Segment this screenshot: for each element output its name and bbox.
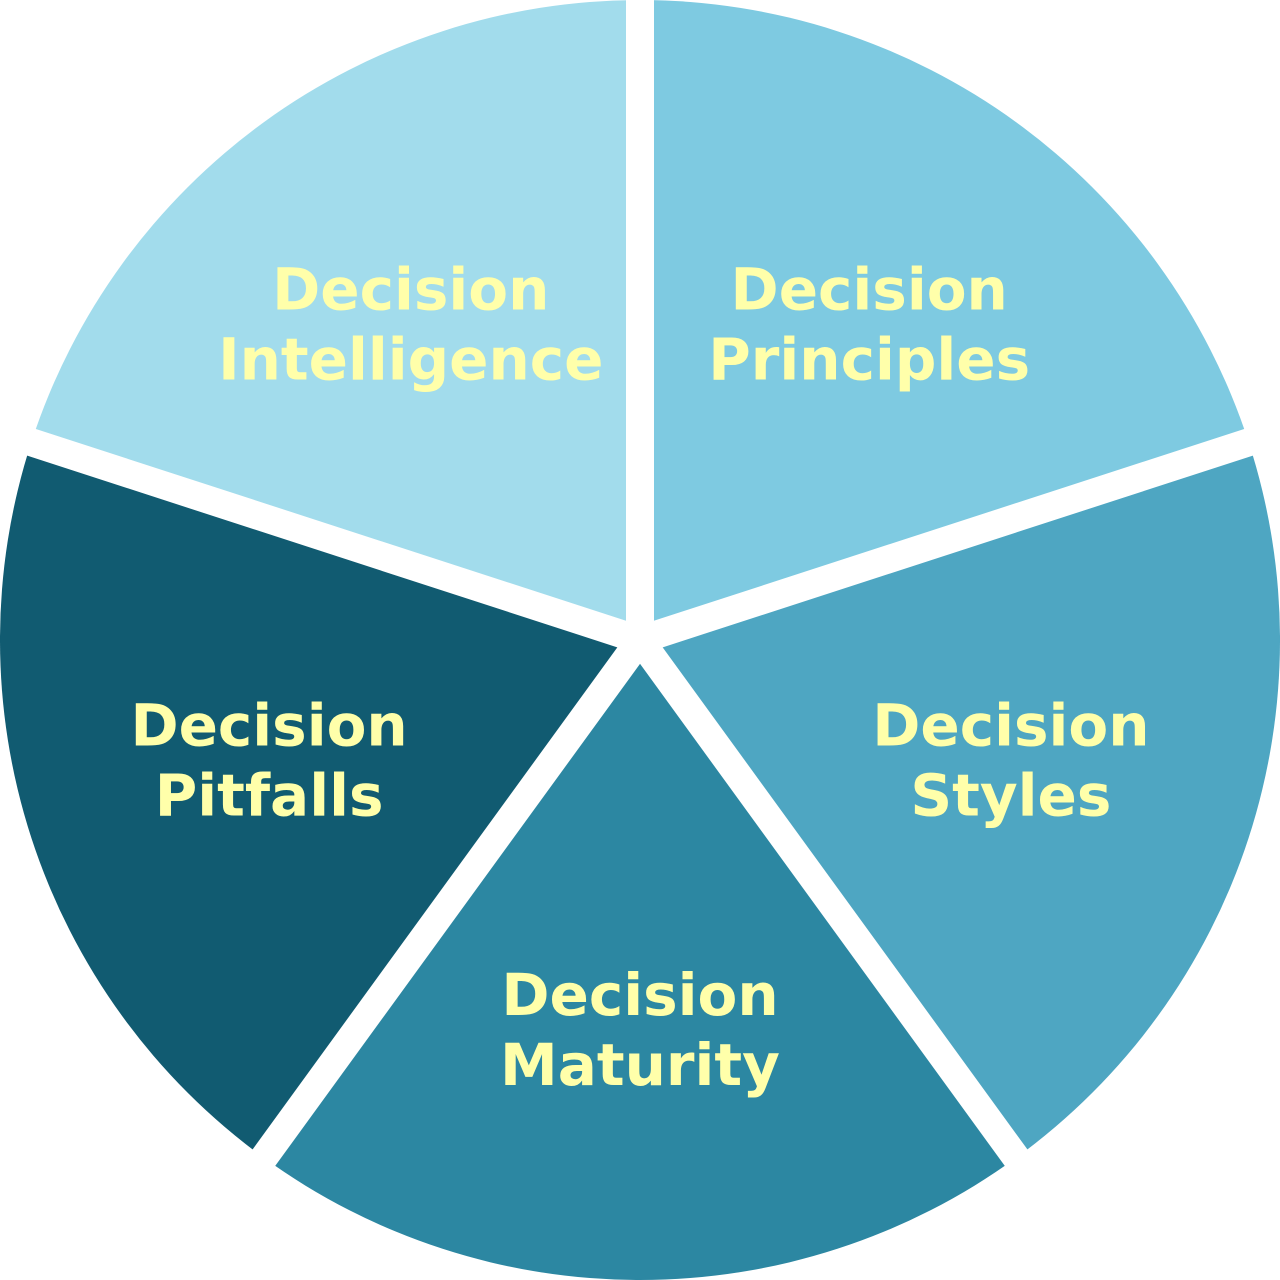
segment-label-line1: Decision	[731, 256, 1008, 324]
segment-label-line2: Maturity	[500, 1031, 780, 1099]
segment-label-line1: Decision	[872, 692, 1149, 760]
segment-label-line2: Intelligence	[218, 326, 603, 394]
segment-label-line2: Principles	[708, 326, 1030, 394]
segment-styles	[640, 442, 1280, 1158]
segment-divider	[7, 422, 645, 654]
segment-label-line2: Pitfalls	[155, 762, 384, 830]
segment-divider	[628, 631, 1040, 1183]
segment-divider	[240, 631, 652, 1183]
segment-divider	[635, 422, 1273, 654]
segment-pitfalls	[0, 442, 640, 1158]
segment-maturity	[263, 640, 1017, 1280]
segment-label-line1: Decision	[501, 961, 778, 1029]
segment-label-line1: Decision	[272, 256, 549, 324]
segment-label-line1: Decision	[130, 692, 407, 760]
segment-label-line2: Styles	[910, 762, 1111, 830]
center-hub	[618, 618, 662, 662]
